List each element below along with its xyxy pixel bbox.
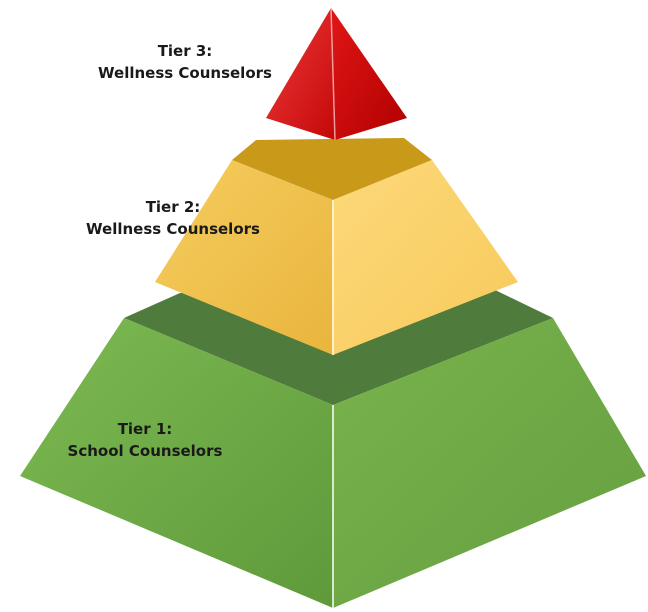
tier-3-block: [266, 7, 407, 141]
tier-1-label: Tier 1: School Counselors: [40, 418, 250, 462]
tier-2-label: Tier 2: Wellness Counselors: [68, 196, 278, 240]
tier-2-heading: Tier 2:: [145, 198, 201, 216]
tier-1-left-face: [20, 318, 333, 608]
tier-3-edge-highlight: [330, 7, 336, 141]
tier-2-block: [155, 138, 518, 355]
tier-1-right-face: [333, 318, 646, 608]
tier-3-heading: Tier 3:: [157, 42, 213, 60]
tier-1-role: School Counselors: [67, 442, 223, 460]
tier-2-top-face: [232, 138, 432, 200]
tier-3-role: Wellness Counselors: [98, 64, 272, 82]
tier-3-left-face: [266, 8, 335, 140]
tier-3-right-face: [331, 8, 407, 140]
tier-2-left-face: [155, 160, 333, 355]
tier-3-label: Tier 3: Wellness Counselors: [80, 40, 290, 84]
tier-2-right-face: [333, 160, 518, 355]
tier-1-heading: Tier 1:: [117, 420, 173, 438]
tier-2-role: Wellness Counselors: [86, 220, 260, 238]
